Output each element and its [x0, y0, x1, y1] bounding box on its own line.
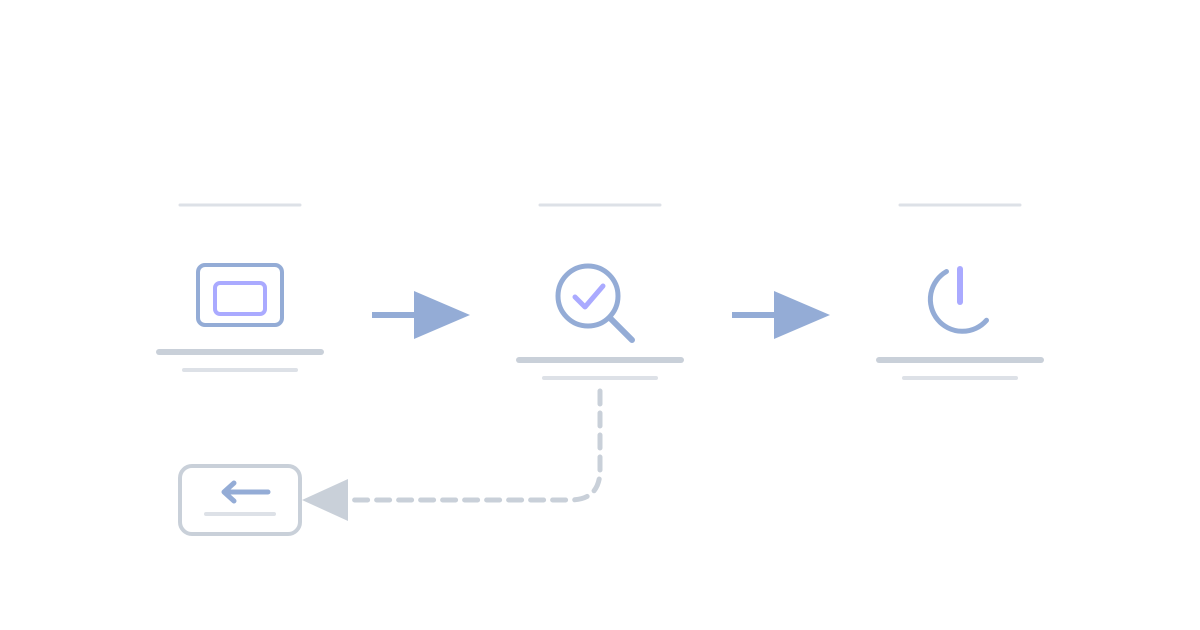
screen-icon [196, 263, 284, 327]
step-1 [156, 203, 324, 372]
back-box [178, 464, 302, 536]
arrow-step-1-to-step-2 [372, 291, 470, 339]
step-2 [516, 203, 684, 380]
dashed-connector-arrowhead [302, 479, 348, 521]
arrow-left-icon [221, 480, 271, 504]
arrow-step-2-to-step-3 [732, 291, 830, 339]
magnifier-check-icon [555, 263, 635, 343]
step-3 [876, 203, 1044, 380]
power-icon [927, 266, 989, 334]
dashed-loop-connector [302, 388, 603, 521]
